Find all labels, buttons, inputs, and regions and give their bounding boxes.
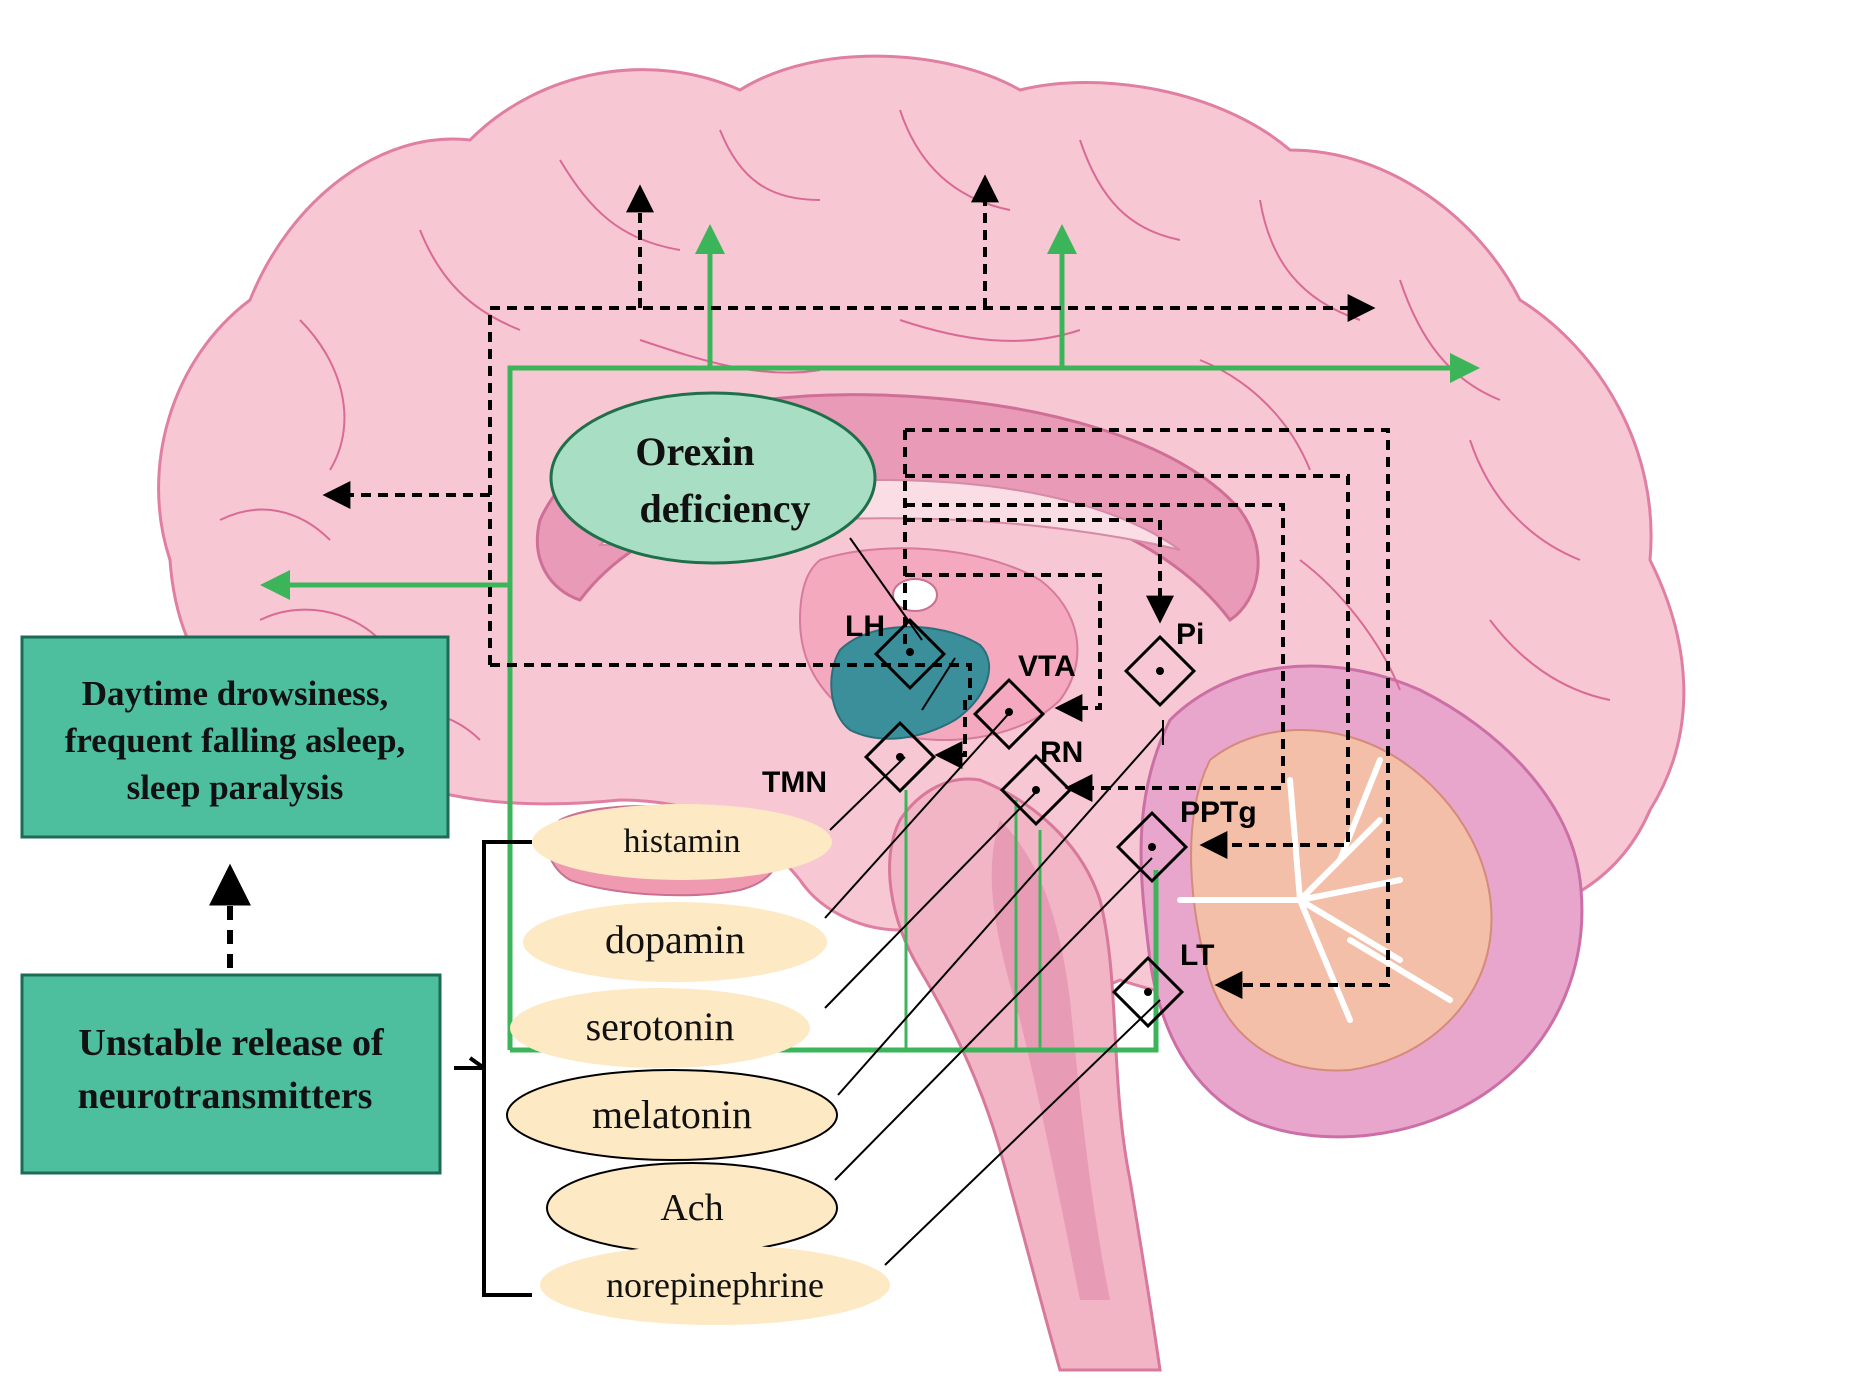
svg-text:Ach: Ach (660, 1187, 723, 1229)
brainstem-inner (991, 820, 1110, 1300)
symptoms-box: Daytime drowsiness, frequent falling asl… (20, 635, 450, 839)
pill-serotonin: serotonin (510, 988, 810, 1068)
svg-text:dopamin: dopamin (605, 917, 745, 962)
region-dots (896, 648, 1164, 996)
lh-marker (873, 617, 947, 691)
neurotransmitter-list: histamin dopamin serotonin melatonin Ach… (506, 804, 890, 1325)
symptoms-line3: sleep paralysis (127, 768, 344, 807)
orexin-deficiency-node: Orexin deficiency (549, 391, 877, 565)
connector-lines (454, 537, 1164, 1297)
arbor-vitae (1177, 757, 1453, 1023)
region-markers (863, 617, 1197, 1029)
label-pi: Pi (1176, 618, 1204, 651)
dashed-pathways (322, 174, 1390, 999)
label-tmn: TMN (762, 766, 827, 799)
pill-dopamin: dopamin (523, 902, 827, 982)
region-labels: LH VTA Pi TMN RN PPTg LT (762, 610, 1257, 972)
tmn-marker (863, 720, 937, 794)
pill-ach: Ach (546, 1162, 838, 1254)
lt-marker (1111, 955, 1185, 1029)
svg-text:histamin: histamin (623, 823, 740, 860)
pill-melatonin: melatonin (506, 1069, 838, 1161)
brain-illustration (157, 54, 1686, 1372)
orexin-projections (260, 224, 1480, 1053)
cause-line2: neurotransmitters (78, 1075, 373, 1117)
label-lt: LT (1180, 939, 1214, 972)
svg-text:norepinephrine: norepinephrine (606, 1265, 824, 1305)
vta-marker (972, 677, 1046, 751)
orexin-ellipse (549, 391, 877, 565)
symptoms-line1: Daytime drowsiness, (82, 674, 389, 713)
svg-text:serotonin: serotonin (586, 1004, 735, 1049)
orexin-line2: deficiency (639, 486, 810, 531)
orexin-line1: Orexin (635, 429, 754, 474)
pptg-marker (1115, 810, 1189, 884)
pi-marker (1123, 634, 1197, 708)
svg-text:melatonin: melatonin (592, 1092, 752, 1137)
label-vta: VTA (1018, 650, 1076, 683)
pill-norepinephrine: norepinephrine (540, 1245, 890, 1325)
rn-marker (999, 753, 1073, 827)
cause-box: Unstable release of neurotransmitters (20, 973, 442, 1175)
cause-line1: Unstable release of (78, 1022, 385, 1064)
hypothalamus-region (830, 625, 990, 740)
pill-histamin: histamin (532, 804, 832, 880)
symptoms-line2: frequent falling asleep, (65, 721, 406, 760)
mammillary-body (892, 578, 938, 612)
label-rn: RN (1040, 736, 1083, 769)
label-lh: LH (845, 610, 885, 643)
label-pptg: PPTg (1180, 796, 1257, 829)
